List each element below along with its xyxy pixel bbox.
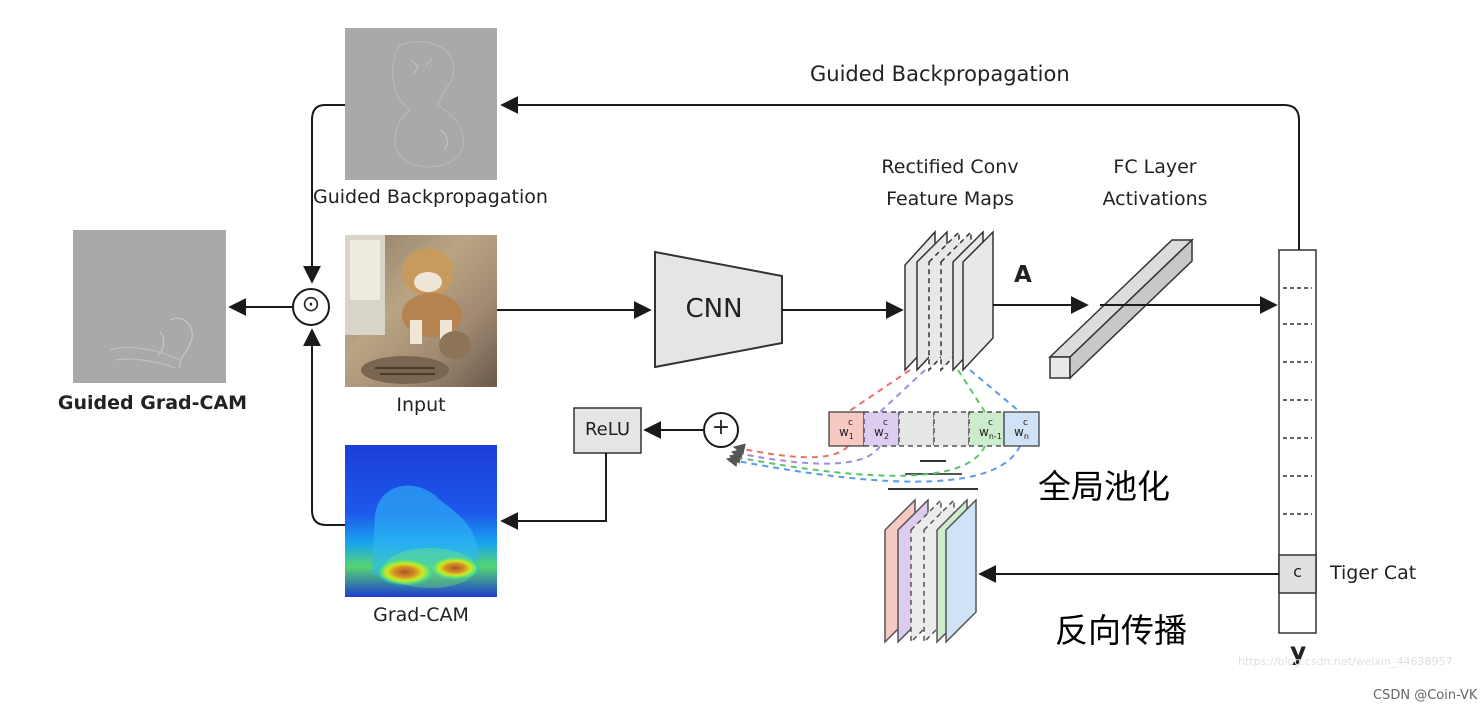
weight-superscript: c [1023, 418, 1028, 428]
relu-to-gradcam-arrow [500, 453, 607, 530]
dash-purple-curve [730, 445, 881, 465]
backprop-cn-label: 反向传播 [1055, 611, 1187, 650]
dash-blue-curve [725, 445, 1021, 483]
gradcam-heatmap [345, 445, 497, 597]
weight-cell [933, 411, 970, 447]
guided-gradcam-caption: Guided Grad-CAM [57, 392, 248, 414]
guided-backprop-caption: Guided Backpropagation [313, 186, 548, 208]
fc-layer-label-line2: Activations [1102, 188, 1208, 210]
tiger-cat-label: Tiger Cat [1330, 562, 1417, 584]
feature-maps-stack [904, 230, 994, 372]
cnn-block [654, 250, 783, 369]
dash-green-top [957, 369, 986, 413]
weight-superscript: c [883, 418, 888, 428]
output-vector [1278, 249, 1317, 634]
rectified-conv-label-line2: Feature Maps [886, 188, 1014, 210]
gradcam-to-dot-arrow [303, 328, 345, 526]
relu-label: ReLU [584, 419, 631, 440]
gradient-maps-stack [884, 498, 977, 644]
guided-backprop-title: Guided Backpropagation [810, 62, 1070, 86]
weight-cell [828, 411, 865, 447]
dot-operator-symbol: ⊙ [301, 292, 321, 317]
fc-layer-bar [1048, 238, 1194, 380]
watermark-blog-url: https://blog.csdn.net/weixin_44638957 [1238, 655, 1453, 668]
global-pooling-label: 全局池化 [1038, 467, 1170, 506]
gradcam-caption: Grad-CAM [373, 604, 469, 626]
class-c-label: c [1293, 562, 1302, 581]
backprop-to-dot-arrow [303, 104, 345, 284]
dash-blue-top [969, 369, 1021, 413]
watermark-csdn: CSDN @Coin-VK [1373, 688, 1478, 703]
weight-cell [968, 411, 1005, 447]
relu-box [573, 407, 642, 454]
weight-cell [1003, 411, 1040, 447]
dash-green-curve [728, 445, 986, 477]
activation-a-label: A [1014, 262, 1032, 288]
dash-red-top [847, 369, 911, 413]
dash-purple-top [879, 369, 926, 413]
rectified-conv-label-line1: Rectified Conv [881, 156, 1019, 178]
guided-backprop-image [345, 28, 497, 180]
guided-backprop-arrow [500, 96, 1300, 250]
weight-cell [898, 411, 935, 447]
input-image [345, 235, 497, 387]
plus-operator-symbol: + [711, 415, 731, 440]
elementwise-product-node [292, 288, 330, 326]
input-caption: Input [396, 394, 446, 416]
output-y-label: y [1290, 637, 1307, 666]
weight-cell [863, 411, 900, 447]
cnn-label: CNN [685, 294, 743, 324]
guided-gradcam-image [73, 230, 226, 383]
weight-superscript: c [988, 418, 993, 428]
weight-superscript: c [848, 418, 853, 428]
fc-layer-label-line1: FC Layer [1113, 156, 1197, 178]
